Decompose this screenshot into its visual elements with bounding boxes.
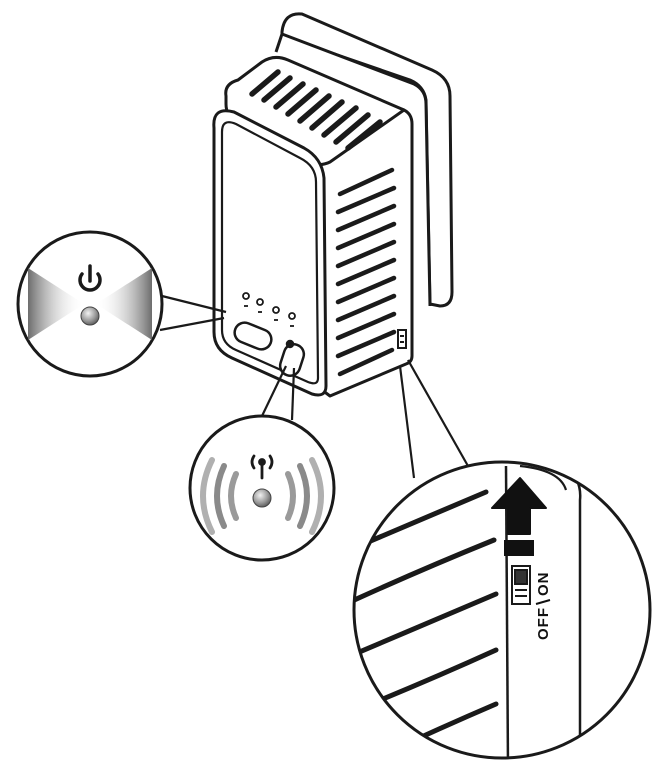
arrow-up-icon (491, 477, 547, 535)
power-led (80, 306, 100, 326)
glow-left (28, 268, 84, 340)
wifi-antenna-icon (250, 454, 274, 480)
top-vents (249, 69, 383, 151)
callout-wifi-led (188, 414, 336, 562)
power-icon (78, 264, 102, 292)
side-switch (397, 329, 407, 349)
side-vents (335, 167, 397, 377)
callout-leaders (159, 294, 469, 479)
callout-power-led (16, 230, 164, 378)
callout-switch: OFF ON (352, 460, 652, 760)
wifi-led (252, 488, 272, 508)
glow-right (96, 268, 152, 340)
wifi-waves (200, 457, 324, 535)
slide-switch-icon (511, 565, 531, 605)
front-led-icons (242, 292, 296, 327)
switch-label-on: ON (535, 572, 552, 597)
switch-label-off: OFF (535, 607, 552, 640)
